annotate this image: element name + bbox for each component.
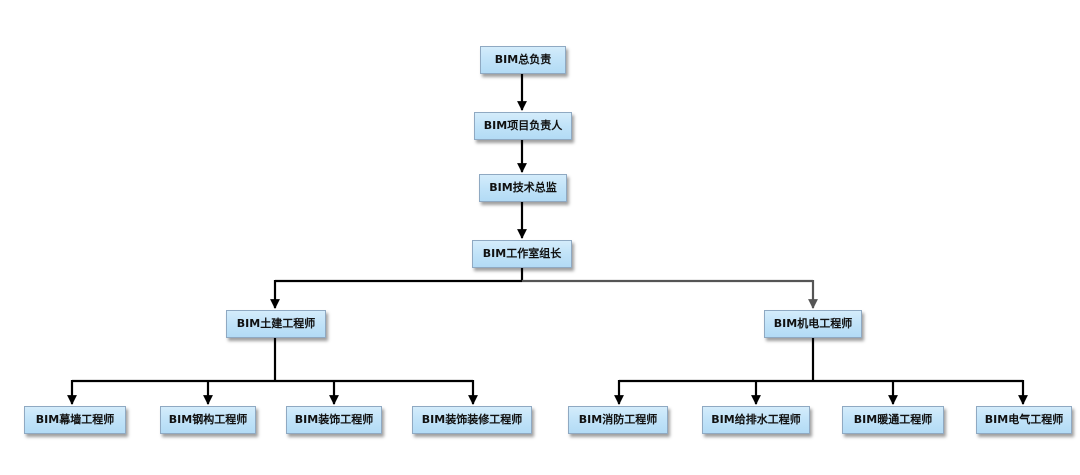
node-bim-general-head: BIM总负责 xyxy=(480,46,566,74)
node-bim-steel-structure-engineer: BIM钢构工程师 xyxy=(160,406,256,434)
node-bim-mep-engineer: BIM机电工程师 xyxy=(764,310,862,338)
node-bim-project-lead: BIM项目负责人 xyxy=(474,112,572,140)
node-bim-curtain-wall-engineer: BIM幕墙工程师 xyxy=(24,406,126,434)
node-bim-decoration-engineer: BIM装饰工程师 xyxy=(286,406,382,434)
node-bim-plumbing-engineer: BIM给排水工程师 xyxy=(702,406,810,434)
node-bim-studio-lead: BIM工作室组长 xyxy=(472,240,572,268)
node-bim-fitout-engineer: BIM装饰装修工程师 xyxy=(412,406,532,434)
node-bim-hvac-engineer: BIM暖通工程师 xyxy=(842,406,944,434)
node-bim-fire-protection-engineer: BIM消防工程师 xyxy=(568,406,668,434)
node-bim-electrical-engineer: BIM电气工程师 xyxy=(976,406,1072,434)
node-bim-technical-director: BIM技术总监 xyxy=(479,174,567,202)
node-bim-civil-engineer: BIM土建工程师 xyxy=(226,310,326,338)
